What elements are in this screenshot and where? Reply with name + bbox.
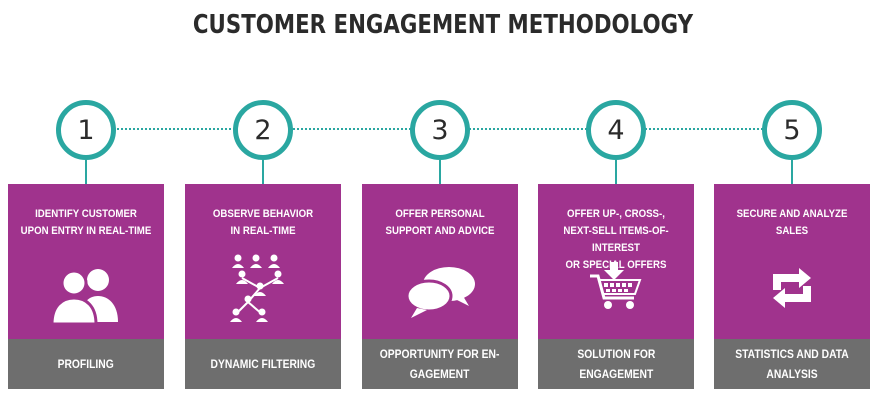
step-4: 4 OFFER UP-, CROSS-, NEXT-SELL ITEMS-OF-…: [538, 100, 694, 390]
step-card: OBSERVE BEHAVIOR IN REAL-TIME: [185, 184, 341, 339]
step-card: SECURE AND ANALYZE SALES: [714, 184, 870, 339]
step-1: 1 IDENTIFY CUSTOMER UPON ENTRY IN REAL-T…: [8, 100, 164, 390]
network-icon: [228, 252, 298, 329]
connector-stem: [791, 160, 793, 184]
step-footer: PROFILING: [8, 339, 164, 389]
shopping-cart-icon: [588, 262, 644, 315]
step-number-circle: 1: [56, 100, 116, 160]
connector-stem: [85, 160, 87, 184]
chat-bubbles-icon: [403, 264, 477, 325]
step-description: SECURE AND ANALYZE SALES: [736, 208, 848, 237]
connector-stem: [262, 160, 264, 184]
step-footer: OPPORTUNITY FOR EN- GAGEMENT: [362, 339, 518, 389]
step-description: OFFER PERSONAL SUPPORT AND ADVICE: [385, 208, 495, 237]
step-card: OFFER UP-, CROSS-, NEXT-SELL ITEMS-OF-IN…: [538, 184, 694, 339]
users-icon: [46, 264, 126, 329]
step-description: OFFER UP-, CROSS-, NEXT-SELL ITEMS-OF-IN…: [563, 208, 669, 271]
step-footer: DYNAMIC FILTERING: [185, 339, 341, 389]
step-footer-label: OPPORTUNITY FOR EN- GAGEMENT: [380, 347, 500, 381]
step-footer: STATISTICS AND DATA ANALYSIS: [714, 339, 870, 389]
page-title: CUSTOMER ENGAGEMENT METHODOLOGY: [192, 10, 694, 40]
connector-stem: [615, 160, 617, 184]
step-footer-label: SOLUTION FOR ENGAGEMENT: [577, 347, 655, 381]
step-footer-label: PROFILING: [57, 357, 115, 371]
step-number-circle: 4: [586, 100, 646, 160]
connector-stem: [439, 160, 441, 184]
step-description: IDENTIFY CUSTOMER UPON ENTRY IN REAL-TIM…: [20, 208, 152, 237]
step-description: OBSERVE BEHAVIOR IN REAL-TIME: [212, 208, 314, 237]
step-footer: SOLUTION FOR ENGAGEMENT: [538, 339, 694, 389]
step-3: 3 OFFER PERSONAL SUPPORT AND ADVICE OPPO…: [362, 100, 518, 390]
step-card: OFFER PERSONAL SUPPORT AND ADVICE: [362, 184, 518, 339]
step-footer-label: DYNAMIC FILTERING: [210, 357, 316, 371]
step-footer-label: STATISTICS AND DATA ANALYSIS: [735, 347, 849, 381]
step-5: 5 SECURE AND ANALYZE SALES STATISTICS AN…: [714, 100, 870, 390]
step-number-circle: 3: [410, 100, 470, 160]
step-2: 2 OBSERVE BEHAVIOR IN REAL-TIME: [185, 100, 341, 390]
repeat-arrows-icon: [761, 264, 823, 317]
step-number-circle: 2: [233, 100, 293, 160]
step-card: IDENTIFY CUSTOMER UPON ENTRY IN REAL-TIM…: [8, 184, 164, 339]
step-number-circle: 5: [762, 100, 822, 160]
